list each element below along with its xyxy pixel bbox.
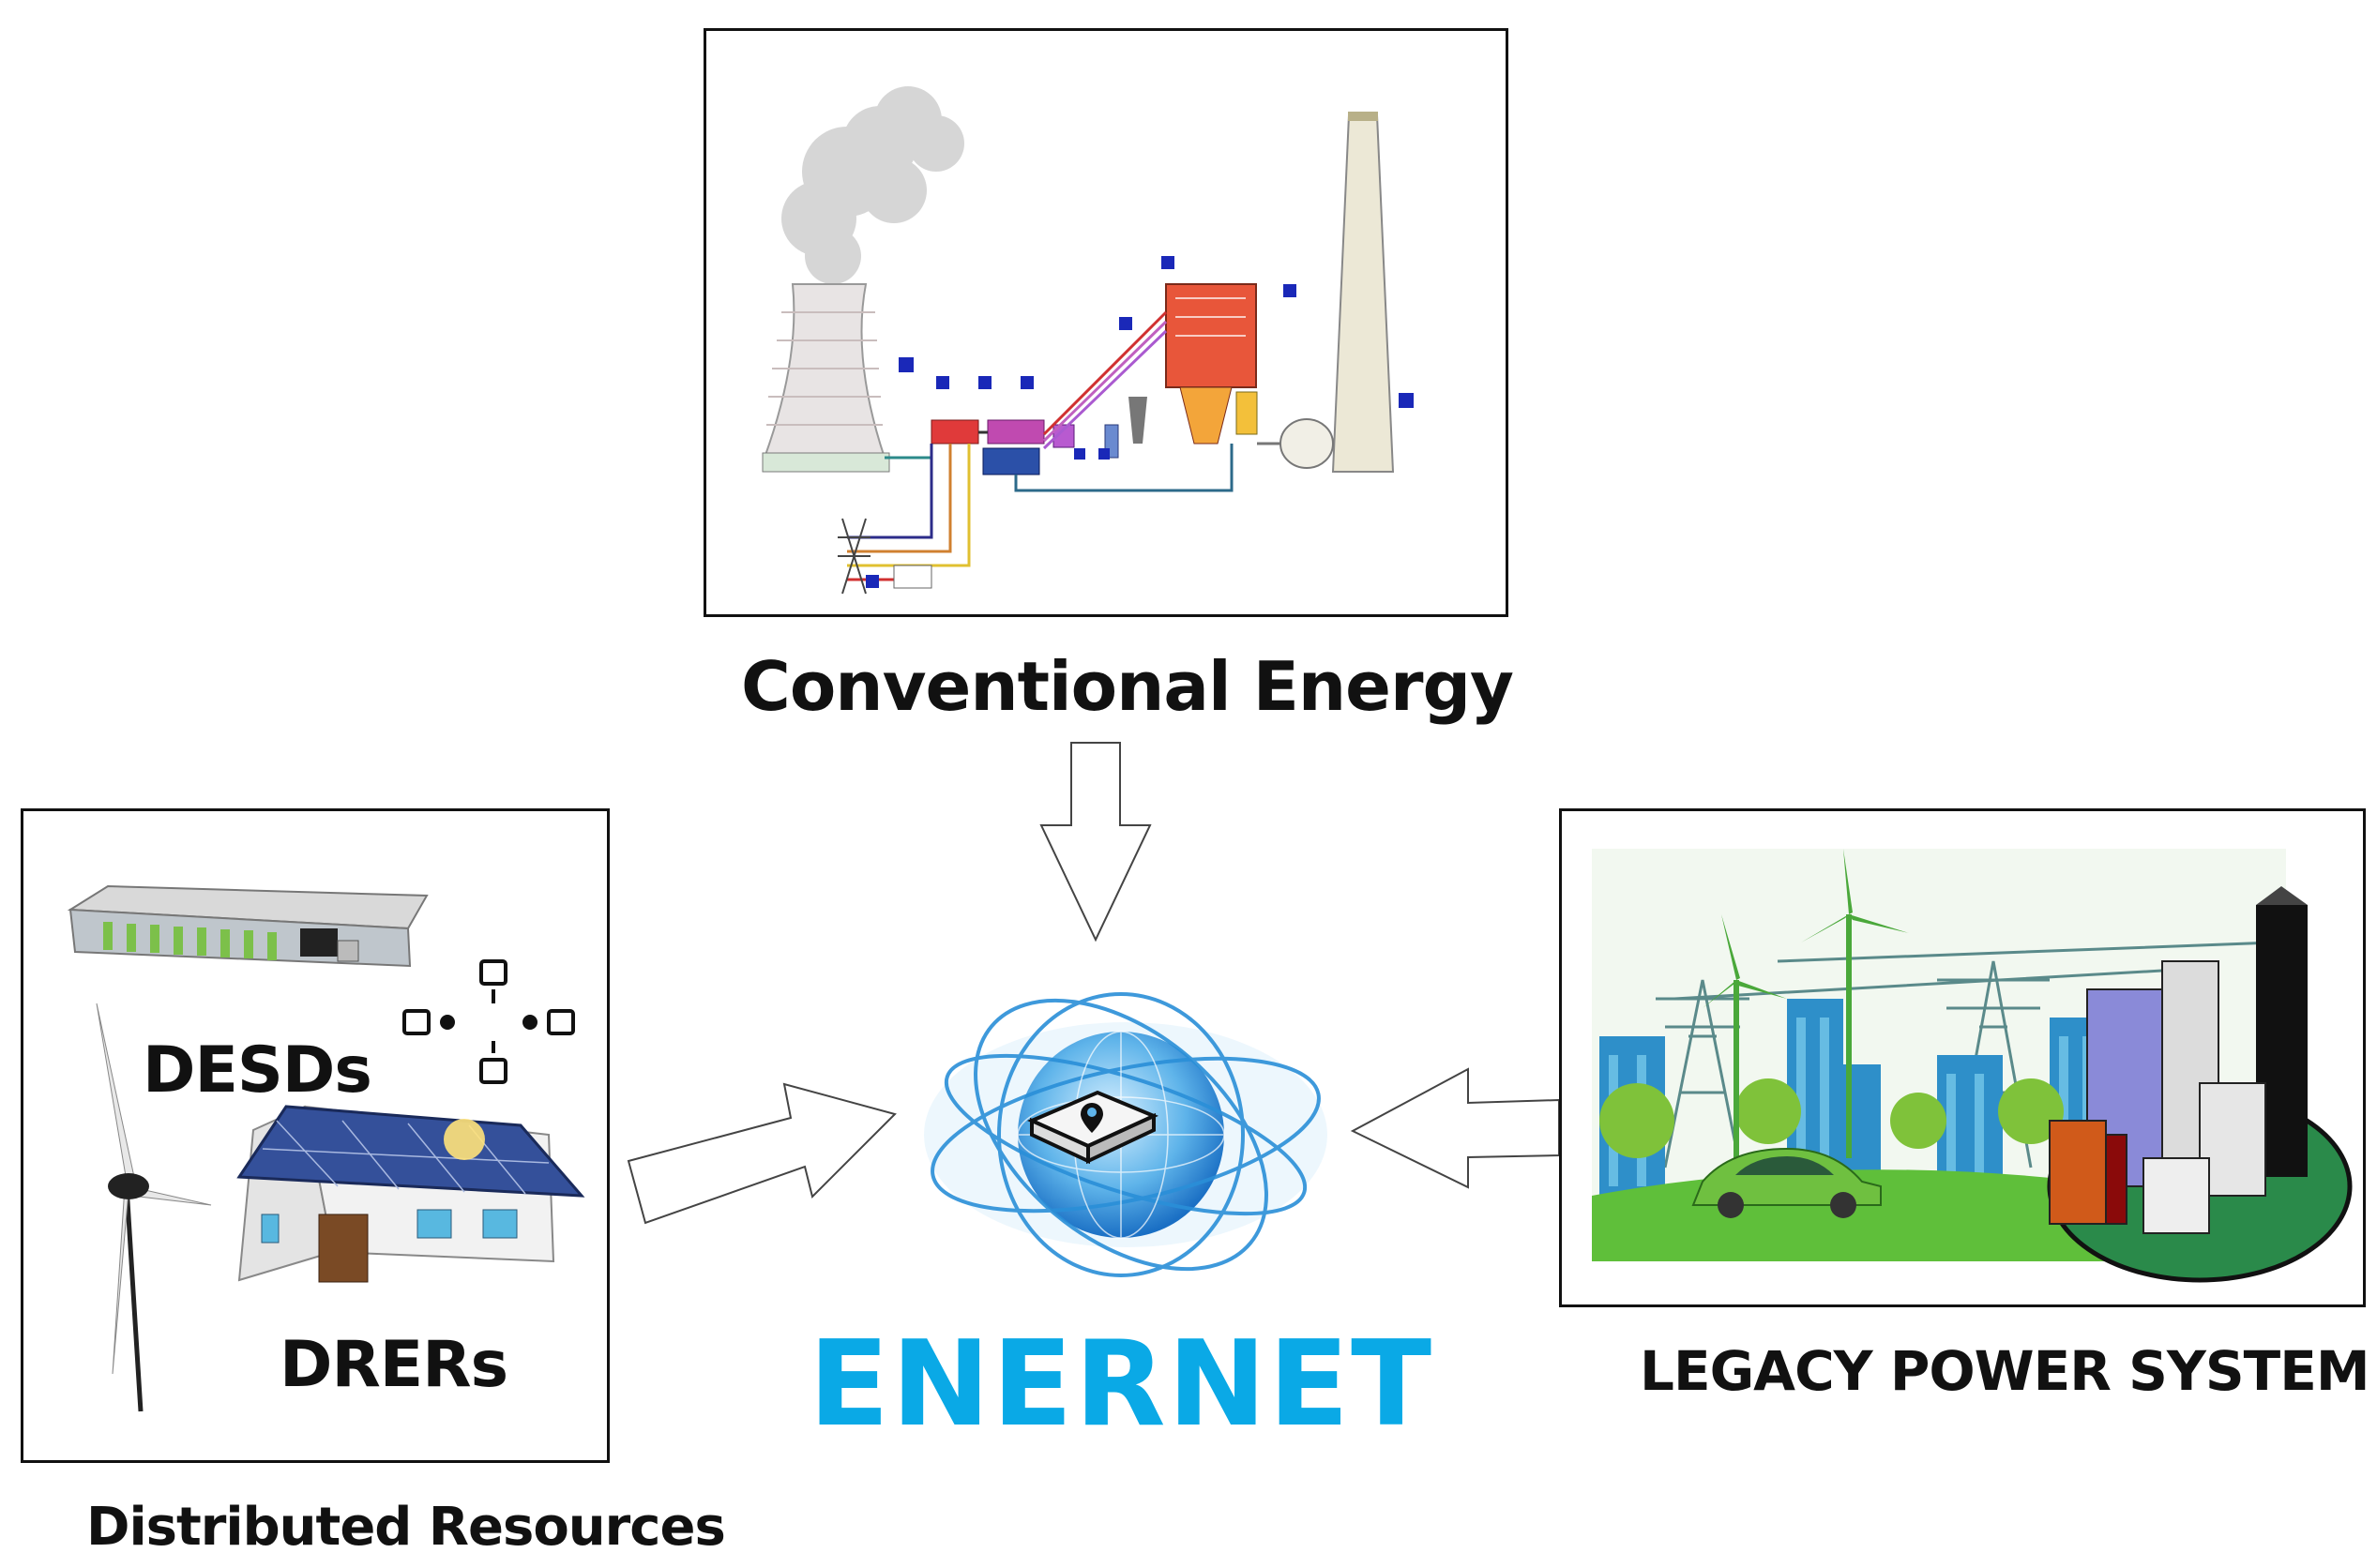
conventional-energy-title: Conventional Energy xyxy=(741,647,1514,726)
diagonal-arrow-icon xyxy=(627,1082,897,1225)
distributed-resources-title: Distributed Resources xyxy=(86,1497,726,1558)
router-icon xyxy=(1027,1090,1158,1165)
left-arrow-icon xyxy=(1350,1067,1560,1189)
battery-rack-icon xyxy=(67,884,429,968)
legacy-power-system-panel xyxy=(1559,808,2366,1307)
enernet-title: ENERNET xyxy=(809,1315,1434,1453)
down-arrow-icon xyxy=(1039,742,1152,942)
globe-icon xyxy=(924,992,1327,1277)
network-icon xyxy=(402,959,575,1084)
desds-label: DESDs xyxy=(143,1033,372,1108)
power-plant-icon xyxy=(762,86,1414,595)
wind-turbine-icon xyxy=(96,1003,212,1412)
house-icon xyxy=(236,1105,585,1283)
city-icon xyxy=(1592,849,2353,1283)
distributed-resources-panel xyxy=(21,808,610,1463)
car-icon xyxy=(1691,1147,1882,1218)
distributed-resources-illustration xyxy=(67,884,585,1412)
legacy-power-system-title: LEGACY POWER SYSTEM xyxy=(1640,1339,2370,1403)
conventional-energy-panel xyxy=(704,28,1508,617)
drers-label: DRERs xyxy=(280,1328,508,1402)
